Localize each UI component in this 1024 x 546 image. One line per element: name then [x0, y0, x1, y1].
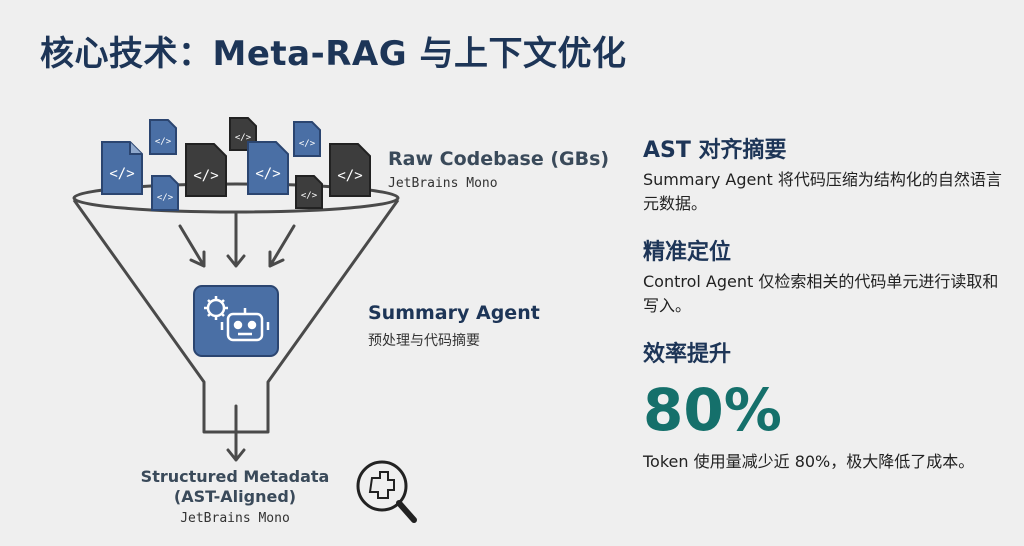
structured-metadata-font-note: JetBrains Mono: [180, 511, 290, 526]
efficiency-stat: 效率提升 80% Token 使用量减少近 80%，极大降低了成本。: [643, 336, 1003, 474]
file-icon: </>: [295, 175, 323, 209]
feature-text: Summary Agent 将代码压缩为结构化的自然语言元数据。: [643, 170, 1002, 213]
svg-text:</>: </>: [193, 168, 218, 184]
feature-panel: AST 对齐摘要 Summary Agent 将代码压缩为结构化的自然语言元数据…: [643, 132, 1003, 492]
feature-heading: 精准定位: [643, 240, 732, 265]
efficiency-desc: Token 使用量减少近 80%，极大降低了成本。: [643, 452, 975, 471]
arrow-icon: [226, 404, 246, 462]
summary-agent-desc: 预处理与代码摘要: [368, 333, 480, 349]
robot-icon: [220, 308, 270, 342]
structured-metadata-label: Structured Metadata (AST-Aligned) JetBra…: [140, 467, 330, 526]
summary-agent-label: Summary Agent 预处理与代码摘要: [368, 302, 540, 350]
svg-text:</>: </>: [157, 193, 174, 203]
arrow-icon: [268, 224, 296, 268]
raw-codebase-label: Raw Codebase (GBs) JetBrains Mono: [388, 148, 609, 191]
raw-codebase-title: Raw Codebase (GBs): [388, 148, 610, 170]
feature-text: Control Agent 仅检索相关的代码单元进行读取和写入。: [643, 272, 999, 315]
file-icon: </>: [329, 143, 371, 197]
summary-agent-title: Summary Agent: [368, 302, 540, 324]
efficiency-heading: 效率提升: [643, 342, 732, 367]
svg-text:</>: </>: [109, 166, 134, 182]
file-icon: </>: [101, 141, 143, 195]
file-icon: </>: [149, 119, 177, 155]
efficiency-value: 80%: [643, 376, 782, 444]
arrow-icon: [226, 210, 246, 268]
raw-codebase-font-note: JetBrains Mono: [388, 176, 498, 191]
feature-heading: AST 对齐摘要: [643, 138, 787, 163]
file-icon: </>: [247, 141, 289, 195]
svg-text:</>: </>: [155, 137, 172, 147]
structured-metadata-subtitle: (AST-Aligned): [173, 487, 297, 506]
feature-ast: AST 对齐摘要 Summary Agent 将代码压缩为结构化的自然语言元数据…: [643, 132, 1003, 216]
svg-text:</>: </>: [337, 168, 362, 184]
page-title: 核心技术：Meta-RAG 与上下文优化: [40, 34, 627, 74]
gear-icon: [204, 296, 228, 320]
magnifier-icon: [356, 460, 417, 523]
file-icon: </>: [151, 175, 179, 211]
structured-metadata-title: Structured Metadata: [140, 467, 330, 486]
inflow-arrows: [178, 210, 296, 462]
file-icon-group: </> </> </> </> </> </> </> </>: [101, 117, 371, 211]
svg-text:</>: </>: [235, 133, 252, 143]
svg-text:</>: </>: [299, 139, 316, 149]
file-icon: </>: [185, 143, 227, 197]
svg-text:</>: </>: [301, 191, 318, 201]
summary-agent-box: [193, 285, 279, 357]
feature-locate: 精准定位 Control Agent 仅检索相关的代码单元进行读取和写入。: [643, 234, 1003, 318]
arrow-icon: [178, 224, 206, 268]
svg-text:</>: </>: [255, 166, 280, 182]
file-icon: </>: [293, 121, 321, 157]
funnel-diagram: </> </> </> </> </> </> </> </>: [72, 117, 417, 523]
